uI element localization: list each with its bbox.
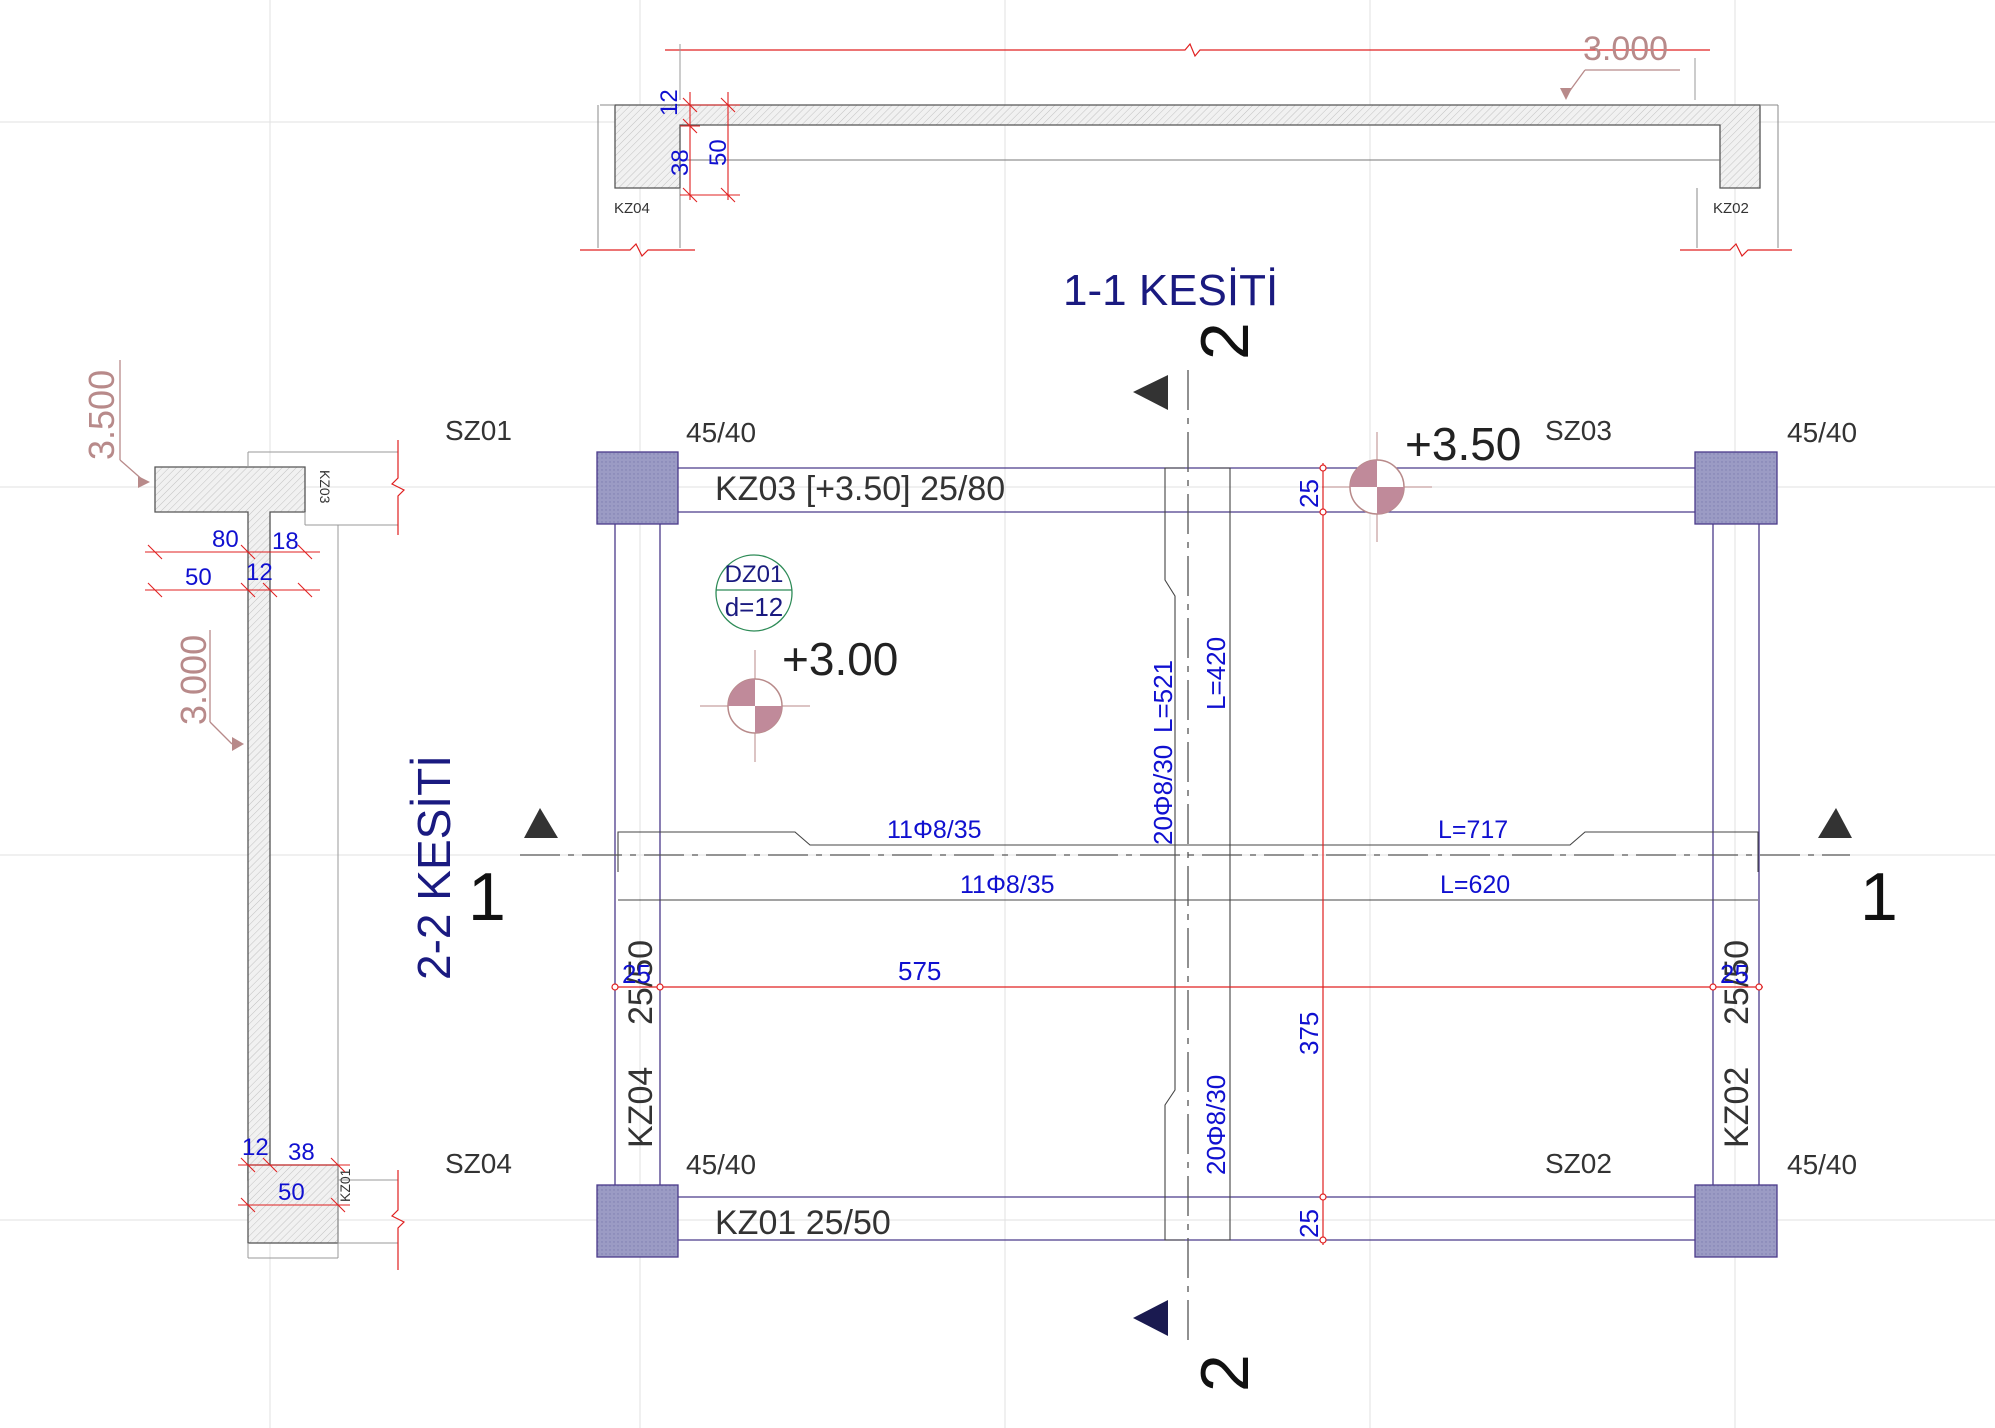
section-1-1-breaks — [580, 242, 1792, 258]
elevation-beam-label: +3.50 — [1405, 418, 1521, 470]
elevation-marker-beam — [1322, 432, 1432, 542]
rebar-v-lower-length: L=420 — [1201, 637, 1231, 710]
rebar-v-lower-label: 20Φ8/30 — [1201, 1075, 1231, 1175]
column-sz04-size: 45/40 — [686, 1149, 756, 1180]
slab-name: DZ01 — [725, 561, 784, 588]
section-2-2-bottom-dims — [238, 1157, 350, 1213]
beam-kz02-size: 25/50 — [1718, 940, 1756, 1025]
section-2-2-top-beam: KZ03 — [317, 470, 333, 504]
section-2-2-bottom-beam-label: KZ01 — [337, 1168, 353, 1202]
section-2-2-level-mid: 3.000 — [173, 635, 214, 725]
section-1-arrow-left-icon — [524, 808, 558, 838]
section-cut-lines — [520, 370, 1850, 1340]
slab-tag[interactable]: DZ01 d=12 — [715, 554, 793, 632]
section-1-1-profile — [614, 104, 1761, 189]
dim-beam-top: 25 — [1294, 479, 1324, 508]
beam-kz04-name[interactable]: KZ04 — [622, 1067, 660, 1148]
section-2-2-outlines — [247, 451, 398, 1259]
floor-plan: SZ01 45/40 SZ03 45/40 SZ04 45/40 SZ02 45… — [445, 322, 1898, 1392]
section-2-2-breaks — [390, 440, 406, 1270]
elevation-slab-label: +3.00 — [782, 633, 898, 685]
beam-kz04-size: 25/50 — [622, 940, 660, 1025]
section-mark-2-top: 2 — [1187, 322, 1263, 360]
column-sz02-size: 45/40 — [1787, 1149, 1857, 1180]
section-2-2-level-top: 3.500 — [81, 370, 122, 460]
dim-span-y: 375 — [1294, 1012, 1324, 1055]
column-sz03-name: SZ03 — [1545, 415, 1612, 446]
column-sz04[interactable] — [596, 1184, 679, 1258]
column-sz01-size: 45/40 — [686, 417, 756, 448]
dim-1-1-slab: 12 — [656, 89, 683, 116]
section-1-1-left-beam: KZ04 — [614, 200, 650, 217]
column-sz04-name: SZ04 — [445, 1148, 512, 1179]
rebar-h-top-length: L=717 — [1438, 816, 1508, 844]
plan-beams — [614, 467, 1760, 1241]
column-sz03-size: 45/40 — [1787, 417, 1857, 448]
plan-dims — [611, 463, 1763, 1245]
rebar-h-top-label: 11Φ8/35 — [887, 816, 982, 844]
section-1-1-dims — [680, 92, 740, 203]
dim-beam-right: 25 — [1720, 959, 1749, 989]
section-mark-1-right: 1 — [1860, 859, 1898, 935]
dim-1-1-rib: 38 — [667, 149, 694, 176]
rebar-v-upper-length: L=521 — [1148, 660, 1178, 733]
beam-kz01-label[interactable]: KZ01 25/50 — [715, 1204, 891, 1242]
section-1-arrow-right-icon — [1818, 808, 1852, 838]
dim-2-2-slab: 12 — [246, 559, 273, 586]
dim-2-2-web: 50 — [185, 564, 212, 591]
section-mark-1-left: 1 — [468, 859, 506, 935]
section-2-arrow-top-icon — [1133, 375, 1168, 410]
section-mark-2-bottom: 2 — [1187, 1354, 1263, 1392]
rebar-h-bot-label: 11Φ8/35 — [960, 871, 1055, 899]
section-1-1-right-beam: KZ02 — [1713, 200, 1749, 217]
section-1-1: 12 38 50 KZ04 KZ02 3.000 1-1 KESİTİ — [580, 30, 1792, 315]
section-1-1-title: 1-1 KESİTİ — [1063, 266, 1278, 315]
section-1-1-stubs — [597, 104, 1779, 248]
section-2-2-tbeam — [154, 466, 306, 1181]
column-sz03[interactable] — [1694, 451, 1778, 525]
section-2-arrow-bottom-icon — [1133, 1300, 1168, 1336]
dim-2-2-bottom-total: 50 — [278, 1179, 305, 1206]
section-2-2: KZ03 KZ01 80 18 50 12 12 38 — [81, 360, 460, 1270]
elevation-marker-slab — [700, 650, 810, 762]
beam-kz03-label[interactable]: KZ03 [+3.50] 25/80 — [715, 470, 1005, 508]
dim-2-2-bottom-slab: 12 — [242, 1134, 269, 1161]
column-sz02[interactable] — [1694, 1184, 1778, 1258]
section-2-2-title: 2-2 KESİTİ — [408, 755, 460, 980]
section-1-1-level: 3.000 — [1583, 30, 1668, 68]
dim-1-1-total: 50 — [705, 139, 732, 166]
column-sz02-name: SZ02 — [1545, 1148, 1612, 1179]
rebar-v-upper-label: 20Φ8/30 — [1148, 745, 1178, 845]
dim-beam-bottom: 25 — [1294, 1209, 1324, 1238]
column-sz01[interactable] — [596, 451, 679, 525]
dim-span-x: 575 — [898, 956, 941, 986]
beam-kz02-name[interactable]: KZ02 — [1718, 1067, 1756, 1148]
dim-2-2-width: 80 — [212, 526, 239, 553]
column-sz01-name: SZ01 — [445, 415, 512, 446]
dim-2-2-flange: 18 — [272, 528, 299, 555]
rebar-vertical — [1164, 467, 1231, 1241]
slab-thickness: d=12 — [725, 592, 784, 622]
rebar-h-bot-length: L=620 — [1440, 871, 1510, 899]
section-2-2-top-dims — [145, 544, 320, 598]
level-line-1-1 — [665, 42, 1710, 100]
dim-beam-left: 25 — [622, 959, 651, 989]
level-marker-icon — [232, 737, 244, 751]
dim-2-2-bottom-rib: 38 — [288, 1139, 315, 1166]
